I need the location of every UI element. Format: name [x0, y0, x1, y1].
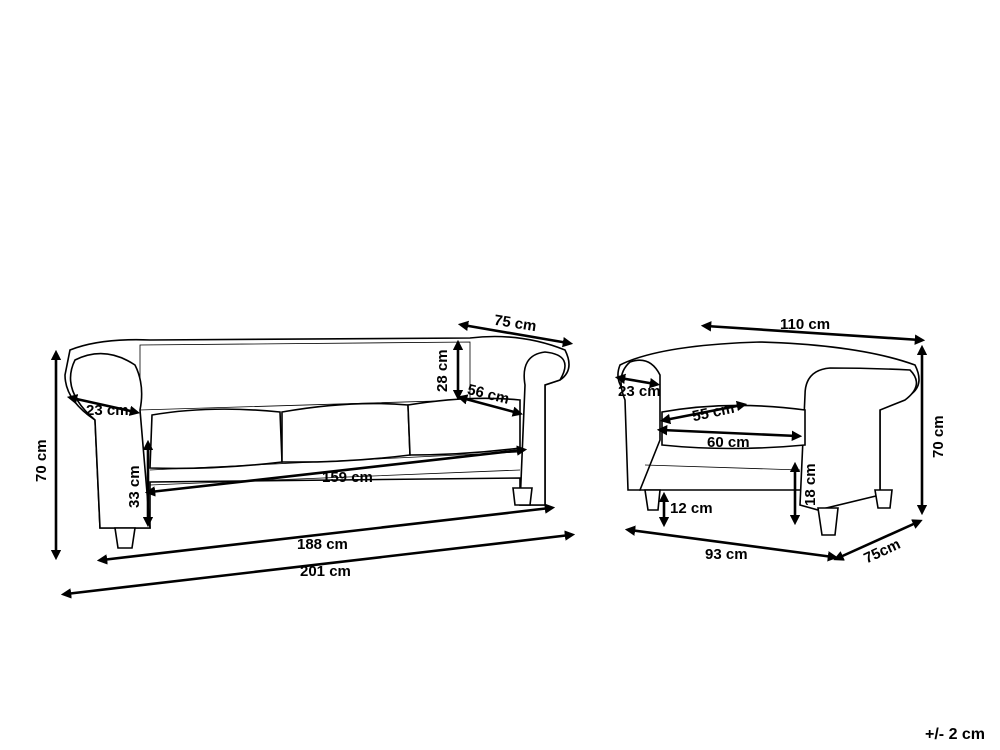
sofa-height-label: 70 cm	[33, 439, 50, 482]
armchair-seat-width-label: 60 cm	[707, 434, 750, 451]
tolerance-note: +/- 2 cm	[925, 726, 986, 743]
armchair-arm-width-label: 23 cm	[618, 383, 661, 400]
armchair-width-label: 110 cm	[780, 316, 831, 333]
armchair-leg-height-label: 12 cm	[670, 500, 713, 517]
armchair-inner-width-label: 93 cm	[705, 546, 748, 563]
sofa-outline	[64, 335, 570, 549]
sofa-inner-width-label: 188 cm	[297, 536, 348, 553]
sofa-seat-width-label: 159 cm	[322, 469, 373, 486]
sofa-total-width-label: 201 cm	[300, 563, 351, 580]
armchair-height-label: 70 cm	[930, 415, 947, 458]
sofa-seat-height-label: 33 cm	[126, 465, 143, 508]
sofa-arm-width-label: 23 cm	[86, 402, 129, 419]
sofa-back-height-label: 28 cm	[434, 349, 451, 392]
armchair-seat-height-label: 18 cm	[802, 463, 819, 506]
